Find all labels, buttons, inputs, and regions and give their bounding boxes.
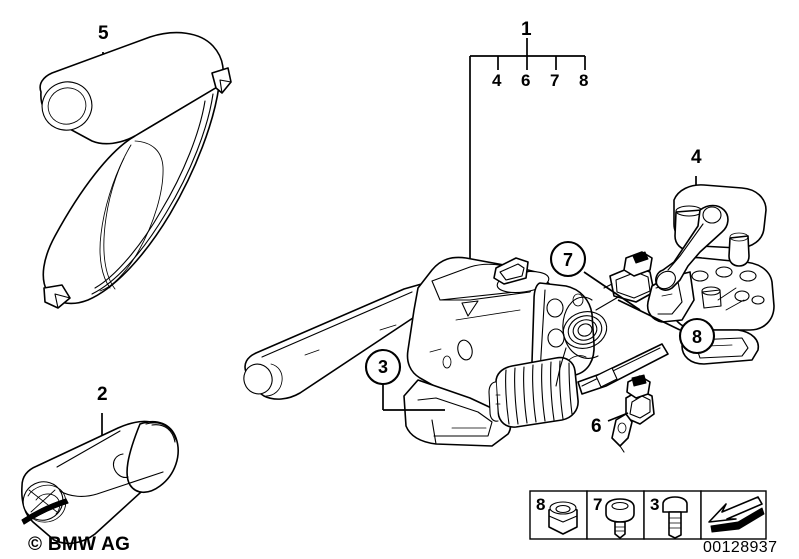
- callout-label-1: 1: [521, 19, 532, 40]
- part-1-handbrake-lever-assembly: [243, 251, 775, 453]
- part-5-handle-grip-assembly: [39, 31, 232, 309]
- bracket-member-7: 7: [550, 71, 560, 90]
- legend-boxes: [529, 490, 767, 540]
- bracket-member-8: 8: [579, 71, 589, 90]
- bracket-member-4: 4: [492, 71, 502, 90]
- cable-clip-bracket: [611, 374, 655, 453]
- diagram-part-number: 00128937: [703, 539, 778, 556]
- lock-nut-icon: [548, 501, 578, 535]
- callout-label-5: 5: [98, 23, 109, 44]
- callout-leaders: [364, 240, 716, 422]
- callout-label-6: 6: [591, 416, 602, 437]
- legend-label-hex-bolt: 3: [650, 495, 660, 514]
- callout-label-8: 8: [692, 327, 703, 347]
- callout-label-3: 3: [378, 357, 389, 377]
- legend-label-shoulder-bolt: 7: [593, 495, 603, 514]
- bmw-logo-mark: [21, 484, 69, 525]
- direction-arrow-icon: [708, 496, 765, 533]
- callout-label-2: 2: [97, 384, 108, 405]
- bmw-copyright: © BMW AG: [28, 534, 131, 555]
- ratchet-pawl-block: [603, 251, 655, 303]
- part-2-handle-grip: [21, 413, 179, 545]
- hex-bolt-icon: [662, 496, 688, 539]
- part-4-release-button-cover: [655, 176, 767, 291]
- bracket-member-6: 6: [521, 71, 531, 90]
- callout-label-7: 7: [563, 250, 574, 270]
- legend-label-nut: 8: [536, 495, 546, 514]
- top-bracket-group: [469, 38, 586, 285]
- rubber-bellows: [488, 356, 579, 428]
- callout-label-4: 4: [691, 147, 702, 168]
- shoulder-bolt-icon: [605, 498, 635, 539]
